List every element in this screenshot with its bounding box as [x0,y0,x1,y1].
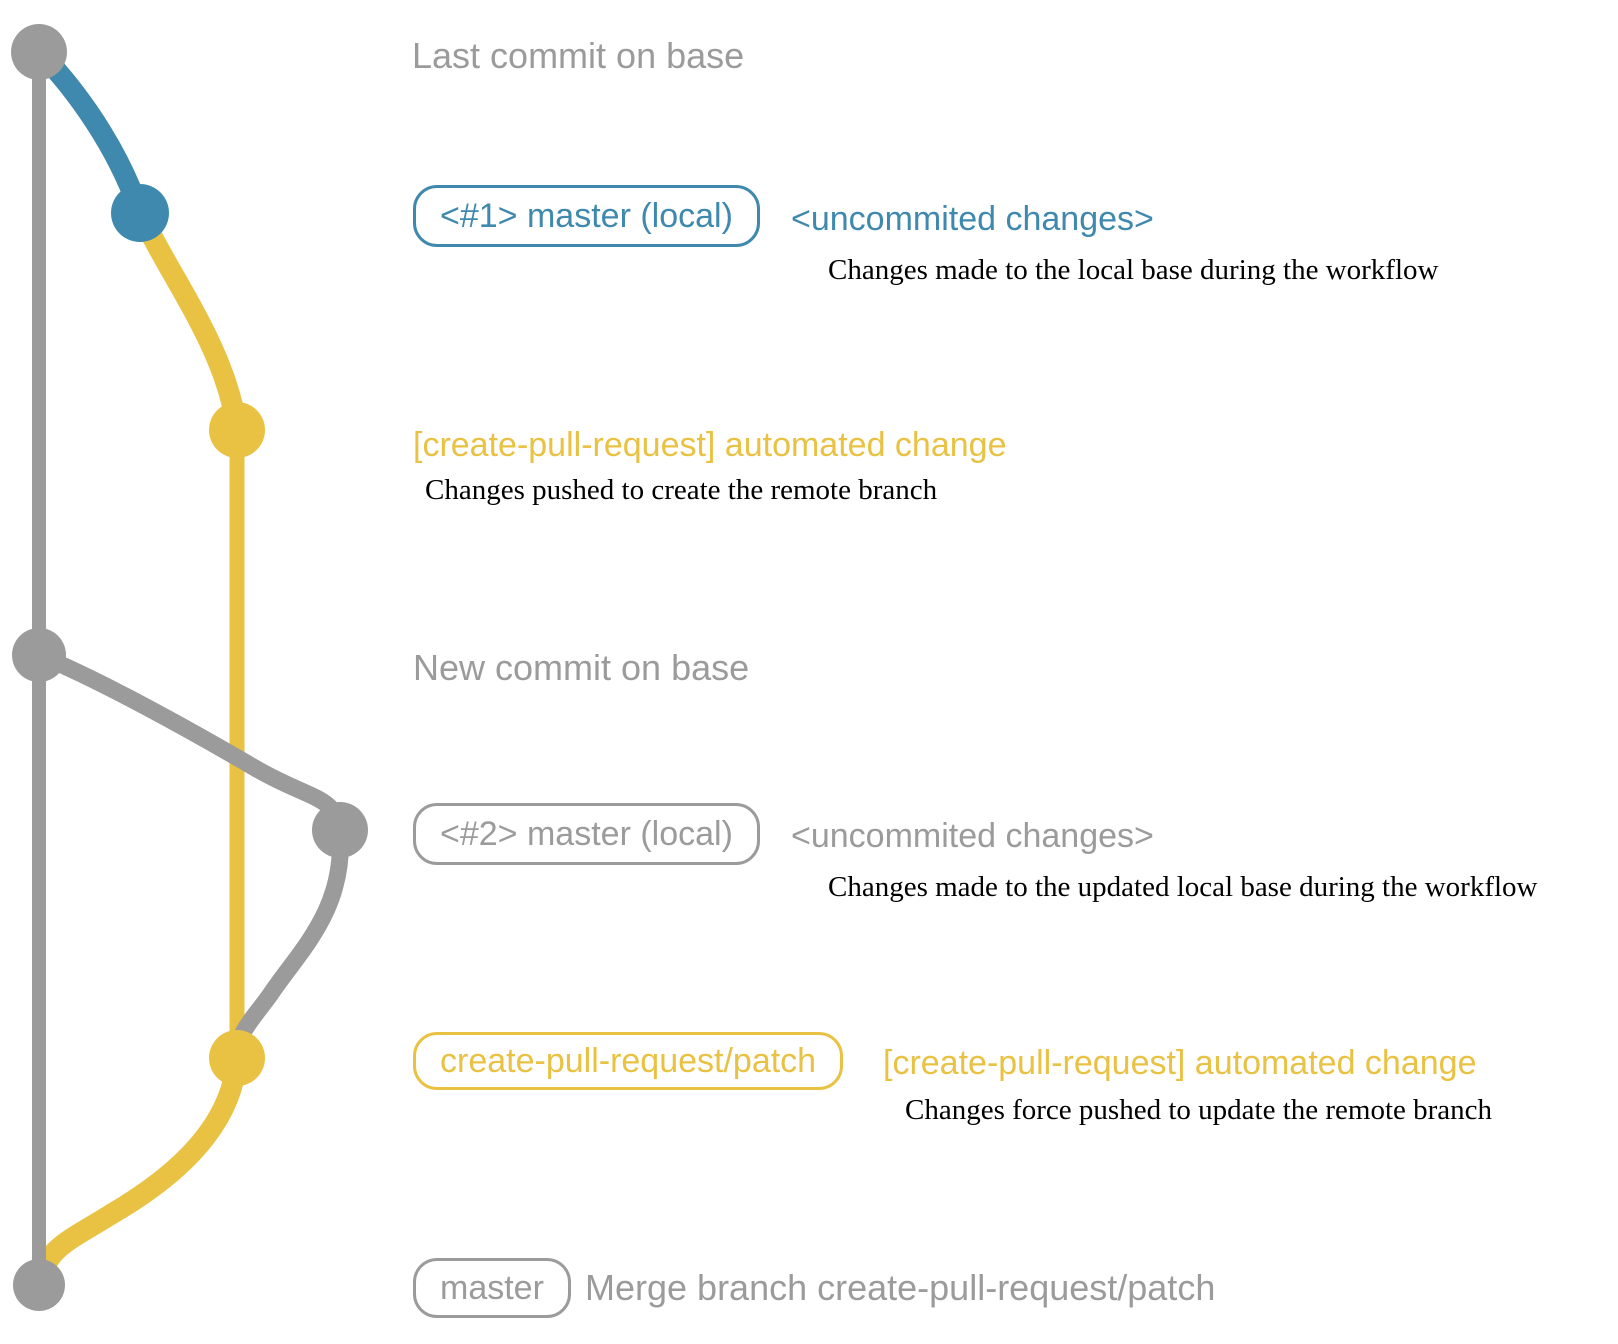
branch-badge-create-pull-request-patch: create-pull-request/patch [413,1032,844,1090]
branch-curve-patch-top [129,202,248,441]
annotation-automated-2: Changes force pushed to update the remot… [905,1094,1493,1126]
branch-curve-master-local-2-bottom [228,821,350,1064]
commit-node-uncommitted-changes-1 [111,184,169,242]
commit-message-automated-1: [create-pull-request] automated change [413,426,1007,464]
annotation-uncommitted-2: Changes made to the updated local base d… [828,871,1538,903]
commit-message-merge: Merge branch create-pull-request/patch [585,1267,1216,1308]
commit-node-last-commit-on-base [11,24,67,80]
commit-message-automated-2: [create-pull-request] automated change [883,1044,1477,1082]
caption-new-commit-on-base: New commit on base [413,647,750,688]
branch-curve-master-local-2-top [30,646,349,839]
annotation-automated-1: Changes pushed to create the remote bran… [425,474,938,506]
commit-node-automated-change-1 [209,402,265,458]
caption-last-commit-on-base: Last commit on base [412,35,745,76]
commit-message-uncommitted-1: <uncommited changes> [791,200,1154,238]
annotation-uncommitted-1: Changes made to the local base during th… [828,254,1439,286]
commit-node-merge-commit [13,1259,65,1311]
commit-node-uncommitted-changes-2 [312,802,368,858]
commit-node-new-commit-on-base [12,628,66,682]
commit-graph [11,24,368,1311]
branch-badge-master-local-1: <#1> master (local) [413,185,760,247]
branch-badge-master: master [413,1258,571,1318]
branch-curve-patch-bottom [29,1047,248,1293]
commit-message-uncommitted-2: <uncommited changes> [791,817,1154,855]
commit-node-automated-change-2 [209,1030,265,1086]
branch-badge-master-local-2: <#2> master (local) [413,803,760,865]
